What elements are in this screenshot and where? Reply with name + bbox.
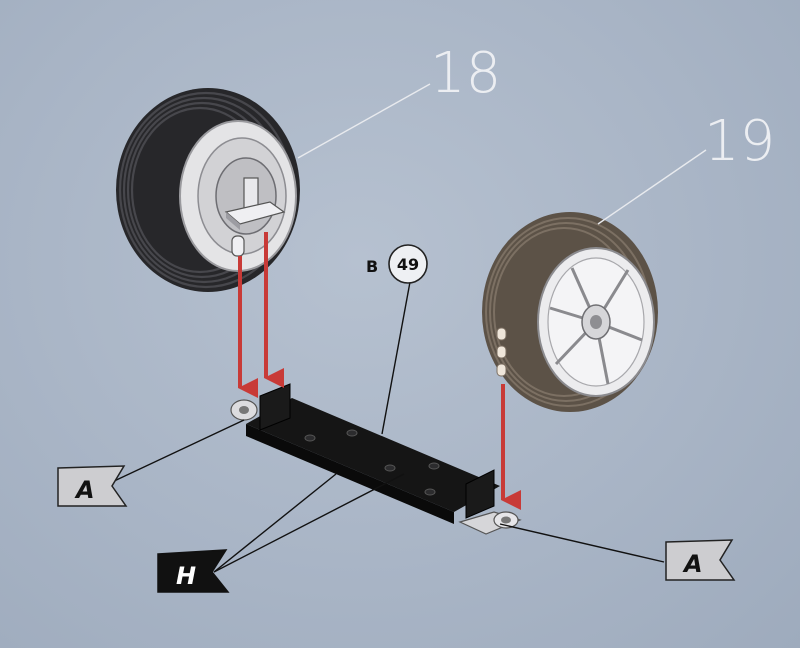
flag-h: H — [157, 549, 230, 593]
flag-a-left-label: A — [74, 476, 95, 504]
flag-h-label: H — [176, 562, 196, 590]
wheel-18 — [116, 88, 300, 292]
axle-plate — [230, 383, 522, 535]
part-reference: B 49 — [366, 244, 428, 284]
wheel-19 — [482, 212, 658, 412]
flag-a-left: A — [57, 465, 128, 507]
part-ref-number: 49 — [397, 255, 419, 274]
leader-lines — [109, 83, 707, 573]
callout-19: 19 — [704, 109, 775, 174]
callout-18: 18 — [430, 41, 501, 106]
part-ref-letter: B — [366, 257, 378, 276]
assembly-arrows — [238, 232, 521, 510]
flag-a-right: A — [665, 539, 736, 581]
flag-a-right-label: A — [682, 550, 703, 578]
part-ref-circle — [388, 244, 428, 284]
